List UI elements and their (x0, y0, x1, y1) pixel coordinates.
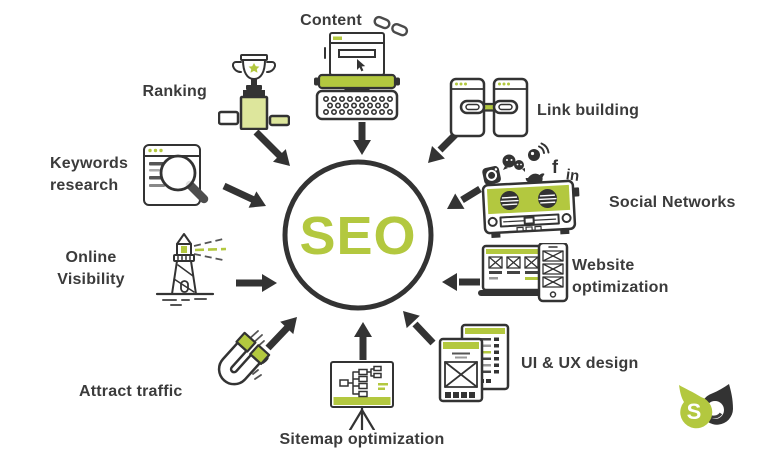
label-link-building: Link building (537, 102, 640, 119)
arrow-content (353, 122, 371, 155)
sitemap-easel-icon (328, 360, 398, 430)
label-website-optimization: Website optimization (572, 257, 669, 297)
label-keywords-research: Keywords research (50, 155, 129, 195)
label-content: Content (300, 12, 362, 29)
brand-logo: S (673, 382, 743, 438)
trophy-podium-icon (218, 53, 290, 130)
instagram-icon (482, 166, 501, 185)
arrow-keywords-research (222, 182, 266, 208)
search-page-icon (142, 143, 216, 209)
label-ui-ux-design: UI & UX design (521, 355, 639, 372)
logo-letter: S (687, 399, 702, 424)
arrow-attract-traffic (265, 317, 297, 351)
arrow-sitemap-optimization (354, 322, 372, 360)
social-radio-icon: f in (478, 142, 586, 238)
magnet-icon (196, 328, 276, 410)
logo-green-drop (679, 385, 713, 429)
label-sitemap-optimization: Sitemap optimization (279, 431, 445, 448)
arrow-ui-ux-design (403, 311, 436, 346)
arrow-website-optimization (442, 273, 480, 291)
chain-link-icon (372, 13, 410, 41)
wechat-icon (502, 154, 525, 172)
seo-center-label: SEO (299, 206, 417, 266)
typewriter-icon (313, 31, 403, 121)
weibo-icon (528, 142, 550, 161)
label-social-networks: Social Networks (609, 194, 736, 211)
label-attract-traffic: Attract traffic (79, 383, 183, 400)
label-online-visibility: Online Visibility (57, 249, 125, 289)
responsive-devices-icon (477, 243, 569, 305)
arrow-social-networks (447, 186, 482, 209)
label-ranking: Ranking (142, 83, 207, 100)
arrow-online-visibility (236, 274, 277, 292)
arrow-ranking (253, 129, 290, 166)
facebook-icon: f (552, 157, 559, 177)
lighthouse-icon (143, 232, 228, 307)
wireframes-icon (438, 323, 510, 403)
linked-pages-icon (449, 77, 529, 139)
seo-circle (282, 159, 434, 311)
